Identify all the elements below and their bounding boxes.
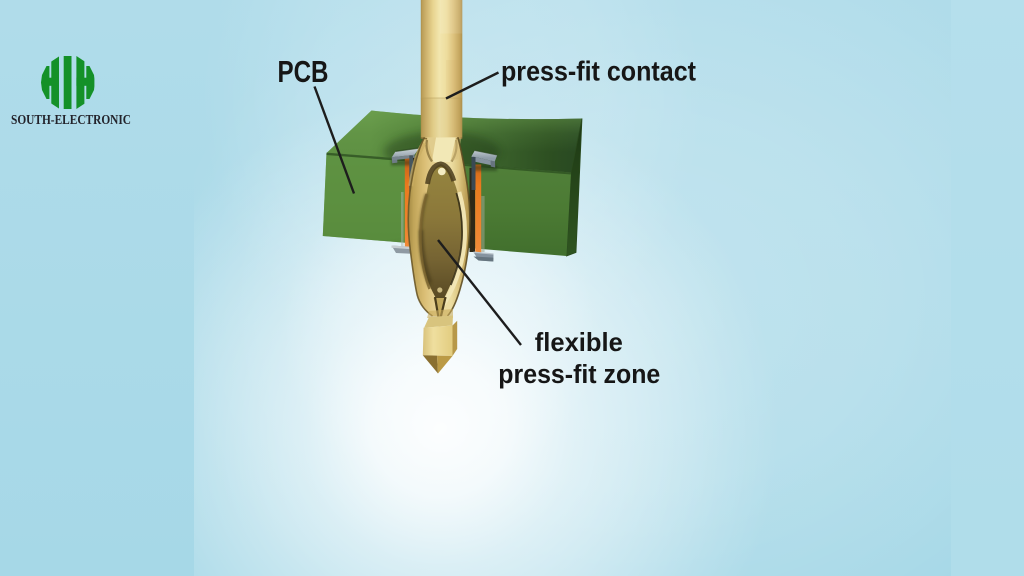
svg-text:PCB: PCB (278, 54, 329, 89)
svg-text:press-fit contact: press-fit contact (501, 55, 696, 86)
svg-text:SOUTH-ELECTRONIC: SOUTH-ELECTRONIC (11, 112, 131, 127)
svg-text:flexible: flexible (535, 327, 623, 357)
svg-text:press-fit zone: press-fit zone (498, 361, 660, 389)
